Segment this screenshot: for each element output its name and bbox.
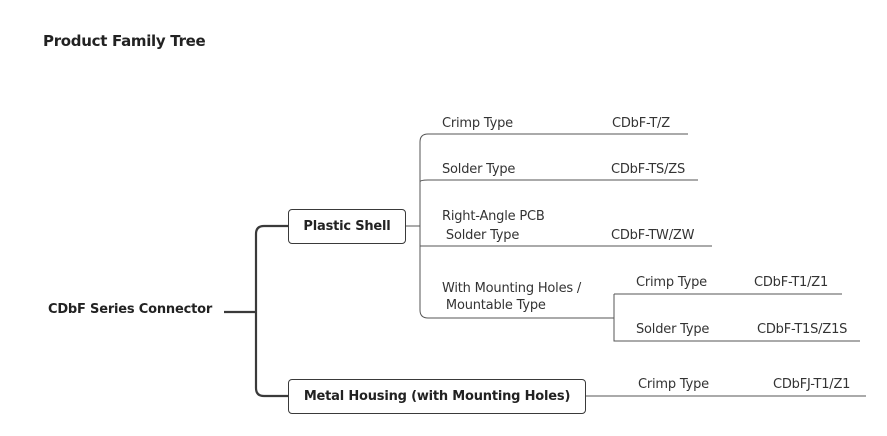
main-spine bbox=[254, 224, 288, 398]
mounting-solder-label: Solder Type bbox=[636, 322, 710, 337]
metal-crimp-code: CDbFJ-T1/Z1 bbox=[773, 377, 851, 392]
plastic-subspine bbox=[419, 133, 712, 319]
solder-type-code: CDbF-TS/ZS bbox=[611, 162, 686, 177]
mounting-label-line2: Mountable Type bbox=[442, 298, 546, 313]
right-angle-code: CDbF-TW/ZW bbox=[611, 228, 695, 243]
mounting-label-line1: With Mounting Holes / bbox=[442, 281, 582, 296]
right-angle-label-line1: Right-Angle PCB bbox=[442, 209, 545, 224]
mounting-crimp-label: Crimp Type bbox=[636, 275, 707, 290]
mounting-crimp-code: CDbF-T1/Z1 bbox=[754, 275, 829, 290]
crimp-type-code: CDbF-T/Z bbox=[612, 116, 670, 131]
solder-type-label: Solder Type bbox=[442, 162, 516, 177]
metal-crimp-label: Crimp Type bbox=[638, 377, 709, 392]
crimp-type-label: Crimp Type bbox=[442, 116, 513, 131]
mounting-solder-code: CDbF-T1S/Z1S bbox=[757, 322, 848, 337]
metal-housing-node: Metal Housing (with Mounting Holes) bbox=[288, 379, 586, 414]
mounting-subspine bbox=[613, 293, 860, 342]
root-node: CDbF Series Connector bbox=[48, 302, 213, 317]
right-angle-label-line2: Solder Type bbox=[442, 228, 520, 243]
page-title: Product Family Tree bbox=[43, 32, 206, 50]
plastic-shell-node: Plastic Shell bbox=[288, 209, 406, 244]
